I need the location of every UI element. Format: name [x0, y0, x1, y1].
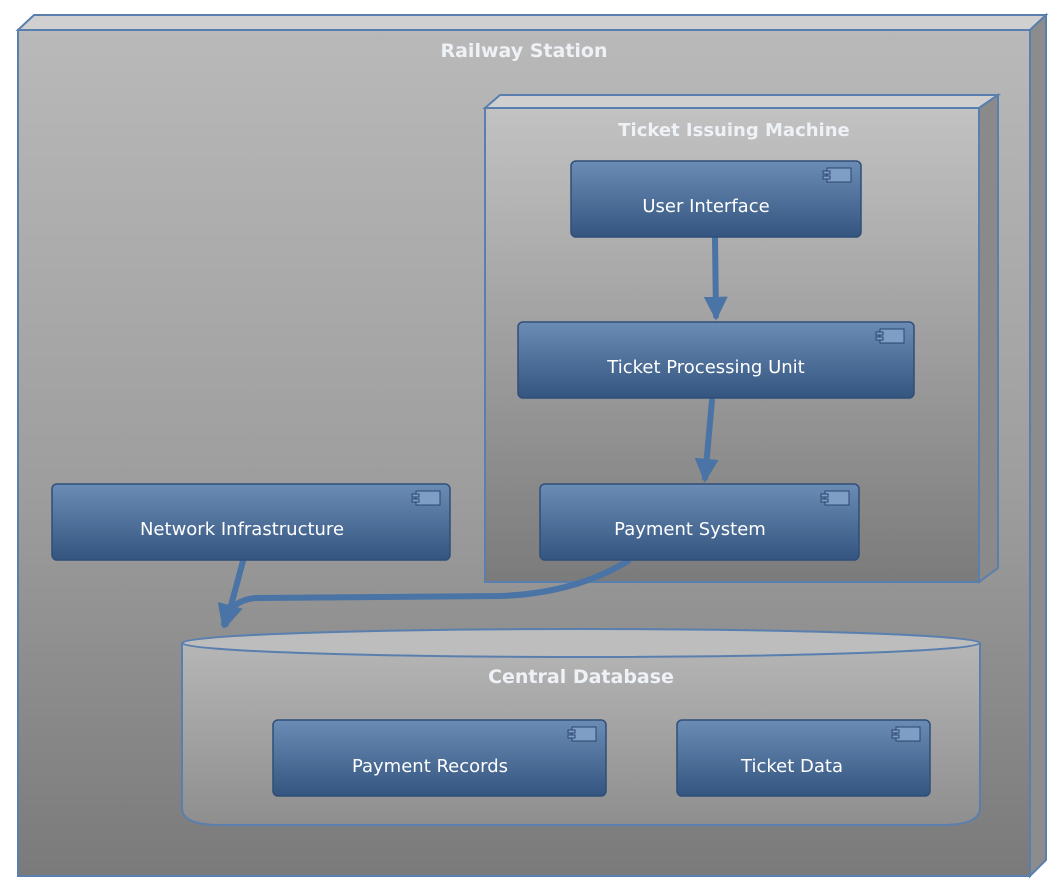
central-database-title: Central Database	[488, 666, 674, 688]
component-ticket-processing-unit[interactable]: Ticket Processing Unit	[517, 321, 915, 399]
ticket-issuing-machine-title: Ticket Issuing Machine	[618, 120, 850, 141]
component-icon	[891, 726, 921, 742]
component-icon	[875, 328, 905, 344]
connector-network-to-database	[219, 558, 246, 629]
component-payment-records[interactable]: Payment Records	[272, 719, 607, 797]
component-icon	[822, 167, 852, 183]
user-interface-label: User Interface	[642, 196, 769, 217]
component-network-infrastructure[interactable]: Network Infrastructure	[51, 483, 451, 561]
payment-records-label: Payment Records	[352, 756, 508, 777]
ticket-processing-unit-label: Ticket Processing Unit	[606, 357, 804, 378]
component-user-interface[interactable]: User Interface	[570, 160, 862, 238]
connector-processing-to-payment	[694, 397, 719, 483]
component-icon	[820, 490, 850, 506]
component-icon	[567, 726, 597, 742]
network-infrastructure-label: Network Infrastructure	[140, 519, 344, 540]
ticket-data-label: Ticket Data	[740, 756, 843, 777]
component-icon	[411, 490, 441, 506]
payment-system-label: Payment System	[614, 519, 766, 540]
connector-ui-to-processing	[703, 235, 728, 321]
component-ticket-data[interactable]: Ticket Data	[676, 719, 931, 797]
railway-station-title: Railway Station	[440, 40, 607, 62]
component-payment-system[interactable]: Payment System	[539, 483, 860, 561]
connectors	[217, 235, 728, 629]
